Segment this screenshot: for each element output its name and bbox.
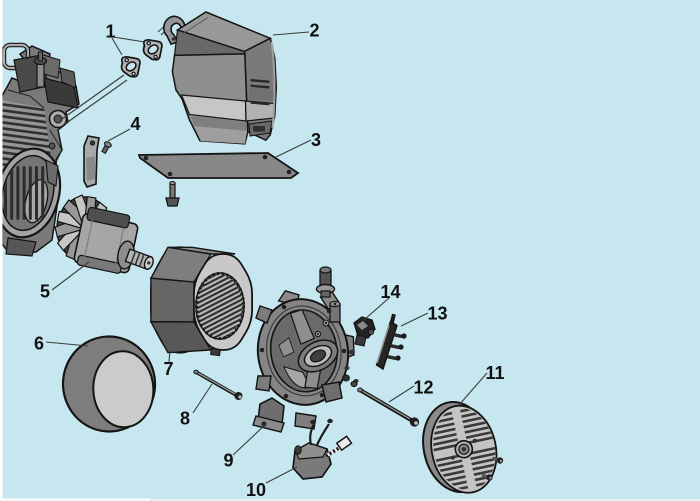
svg-text:5: 5	[40, 282, 50, 302]
svg-text:8: 8	[180, 409, 190, 429]
svg-text:7: 7	[163, 359, 173, 379]
svg-text:2: 2	[309, 21, 319, 41]
svg-text:6: 6	[34, 334, 44, 354]
svg-text:14: 14	[380, 282, 400, 302]
svg-text:10: 10	[246, 480, 266, 500]
svg-text:13: 13	[427, 304, 447, 324]
svg-text:12: 12	[413, 378, 433, 398]
svg-text:4: 4	[130, 114, 140, 134]
svg-text:1: 1	[105, 22, 115, 42]
svg-text:9: 9	[223, 451, 233, 471]
svg-text:3: 3	[311, 130, 321, 150]
svg-text:11: 11	[485, 363, 504, 383]
